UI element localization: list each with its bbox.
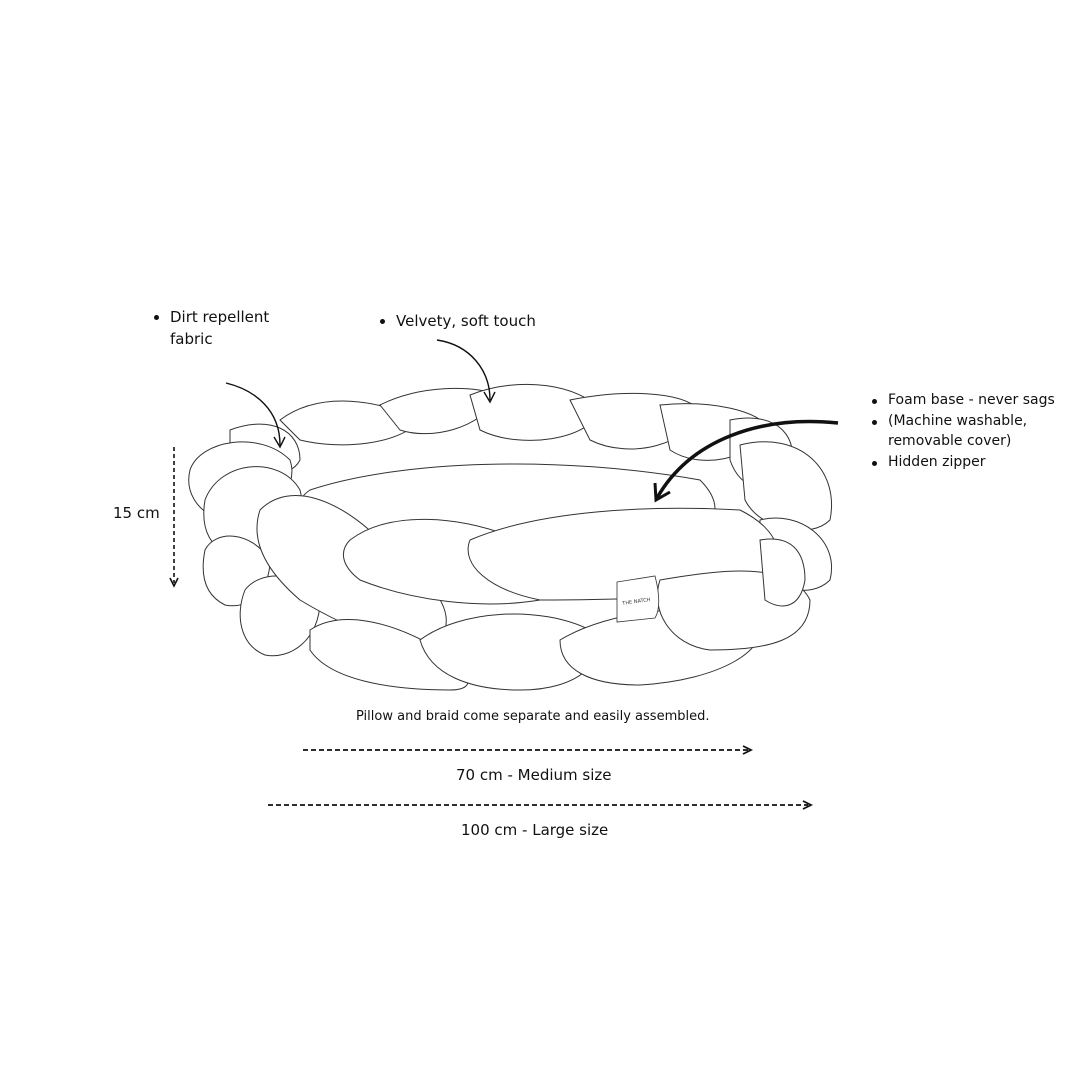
arrowhead (653, 482, 671, 503)
feature-text: fabric (170, 330, 213, 348)
feature-text: Velvety, soft touch (396, 312, 536, 330)
callout-arrow-foam (655, 419, 839, 499)
arrowhead (169, 577, 179, 588)
feature-dirt-repellent: Dirt repellent fabric (152, 306, 269, 350)
brand-tag-text: THE NATCH (621, 597, 651, 607)
feature-velvety: Velvety, soft touch (378, 310, 536, 332)
brand-tag (616, 575, 660, 623)
arrowhead (742, 745, 754, 755)
medium-size-label: 70 cm - Medium size (456, 766, 612, 784)
height-label: 15 cm (113, 504, 160, 522)
feature-text: Dirt repellent (170, 308, 270, 326)
feature-text: (Machine washable, (888, 412, 1028, 429)
braid-segment (739, 441, 832, 531)
caption: Pillow and braid come separate and easil… (356, 709, 710, 724)
feature-text: removable cover) (888, 433, 1012, 449)
arrowhead (273, 436, 286, 449)
arrowhead (483, 391, 496, 404)
callout-arrow-velvety (436, 339, 491, 401)
callout-arrow-dirt (225, 382, 281, 446)
braid-segment (759, 538, 806, 607)
arrowhead (802, 800, 814, 810)
large-size-label: 100 cm - Large size (461, 821, 609, 839)
feature-text: Foam base - never sags (870, 390, 1055, 411)
feature-text: Hidden zipper (870, 452, 1055, 473)
feature-list-right: Foam base - never sags (Machine washable… (870, 390, 1055, 472)
